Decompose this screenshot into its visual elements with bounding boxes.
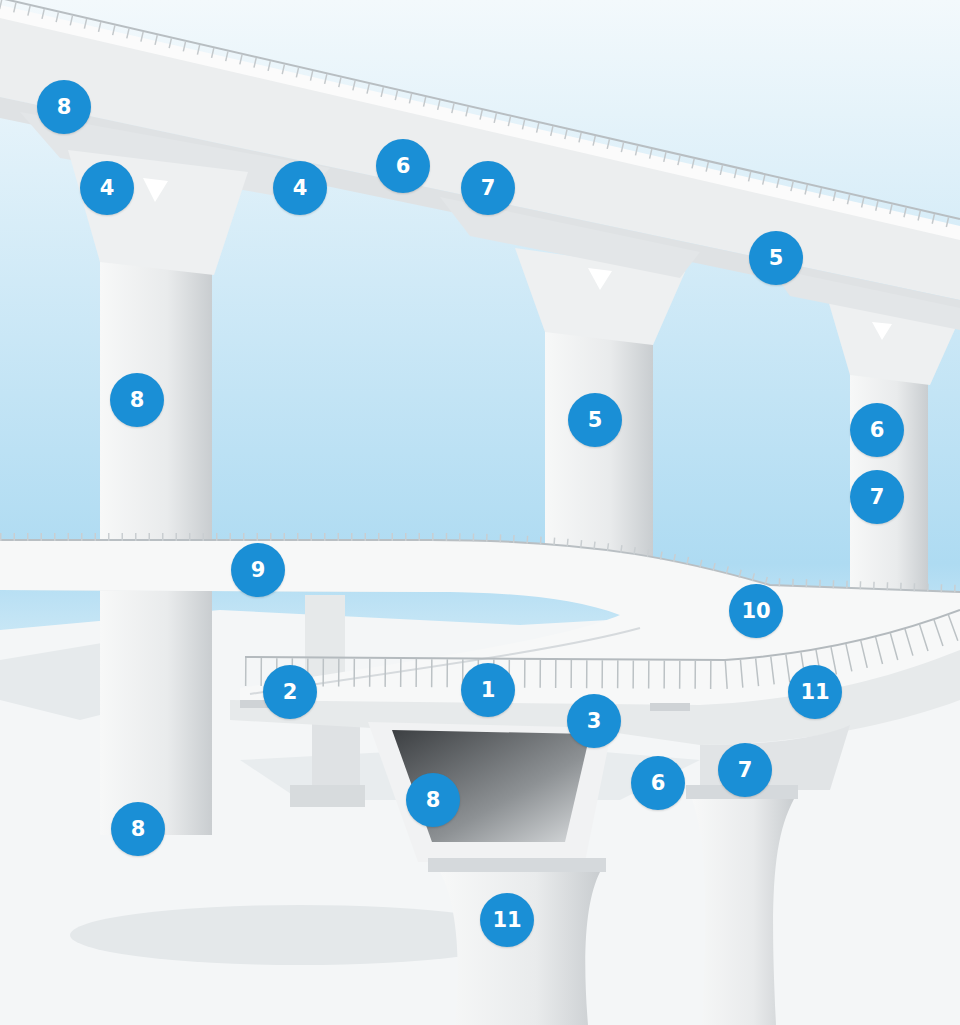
bearing: [428, 858, 606, 872]
callout-circle: 8: [37, 80, 91, 134]
railing-top: [245, 610, 960, 660]
callout-circle: 2: [263, 665, 317, 719]
callout-circle: 3: [567, 694, 621, 748]
callout-number: 1: [481, 680, 496, 701]
box-girder-cell: [392, 730, 590, 842]
callout-number: 5: [769, 248, 784, 269]
expansion-joint: [650, 703, 690, 711]
callout-circle: 11: [788, 665, 842, 719]
callout-circle: 11: [480, 893, 534, 947]
callout-circle: 10: [729, 584, 783, 638]
callout-circle: 4: [273, 161, 327, 215]
callout-number: 11: [800, 682, 829, 703]
railing-posts: [0, 537, 960, 589]
callout-number: 8: [131, 819, 146, 840]
callout-number: 3: [587, 711, 602, 732]
callout-number: 8: [130, 390, 145, 411]
railing-posts: [245, 625, 960, 675]
callout-circle: 5: [749, 231, 803, 285]
callout-number: 8: [57, 97, 72, 118]
pier-notch: [588, 268, 612, 290]
column: [440, 872, 600, 1025]
callout-number: 7: [738, 760, 753, 781]
callout-number: 7: [481, 178, 496, 199]
callout-circle: 6: [376, 139, 430, 193]
box-girder: [368, 722, 612, 862]
upper-deck-side: [0, 15, 960, 300]
callout-circle: 9: [231, 543, 285, 597]
callout-number: 2: [283, 682, 298, 703]
callout-circle: 7: [461, 161, 515, 215]
callout-number: 6: [651, 773, 666, 794]
callout-number: 4: [293, 178, 308, 199]
pier-notch: [143, 178, 168, 202]
callout-number: 8: [426, 790, 441, 811]
column: [692, 799, 794, 1025]
pier-flare: [68, 150, 248, 275]
callout-circle: 8: [110, 373, 164, 427]
pier-notch: [872, 322, 892, 340]
callout-circle: 6: [631, 756, 685, 810]
callout-number: 6: [870, 420, 885, 441]
pier: [100, 190, 212, 835]
callout-circle: 8: [406, 773, 460, 827]
callout-circle: 7: [850, 470, 904, 524]
callout-circle: 6: [850, 403, 904, 457]
callout-circle: 8: [111, 802, 165, 856]
callout-circle: 4: [80, 161, 134, 215]
callout-number: 4: [100, 178, 115, 199]
callout-number: 9: [251, 560, 266, 581]
railing-top: [0, 540, 960, 592]
deck-haunch: [770, 268, 960, 330]
callout-circle: 1: [461, 663, 515, 717]
callout-number: 6: [396, 156, 411, 177]
callout-number: 7: [870, 487, 885, 508]
callout-circle: 5: [568, 393, 622, 447]
callout-circle: 7: [718, 743, 772, 797]
callout-number: 5: [588, 410, 603, 431]
callout-number: 10: [741, 601, 770, 622]
pier-footing: [290, 785, 365, 807]
callout-number: 11: [492, 910, 521, 931]
